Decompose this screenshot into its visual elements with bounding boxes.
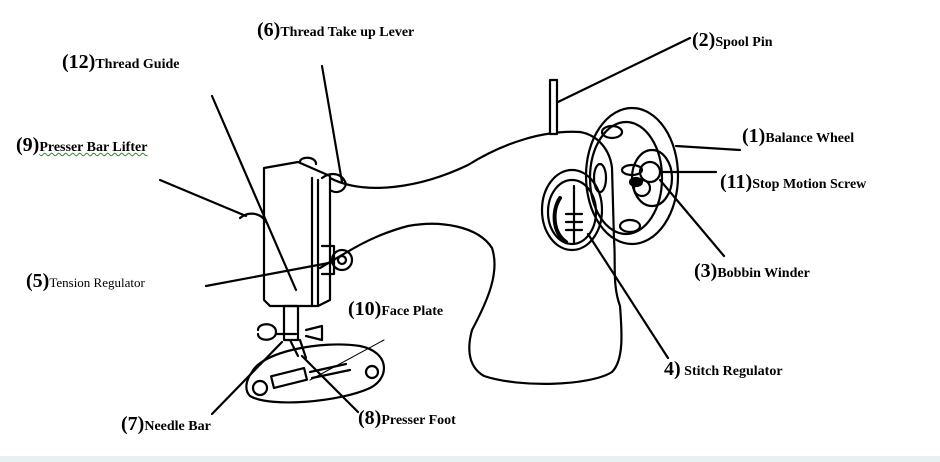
label-text: Thread Take up Lever [280, 25, 415, 40]
leader-presser-foot [300, 354, 360, 414]
label-number: (5) [26, 270, 50, 292]
leader-face-plate [309, 339, 385, 381]
label-spool-pin: (2)Spool Pin [692, 30, 773, 50]
label-number: (8) [358, 407, 382, 429]
label-stitch-regulator: 4) Stitch Regulator [664, 359, 783, 379]
leader-presser-bar-lifter [158, 178, 248, 218]
label-number: (10) [348, 298, 382, 320]
label-text: Spool Pin [715, 35, 773, 50]
label-number: (2) [692, 29, 716, 51]
leader-thread-guide [210, 94, 298, 292]
leader-bobbin-winder [658, 178, 726, 258]
label-text: Presser Bar Lifter [39, 140, 148, 155]
label-number: 4) [664, 358, 681, 380]
label-text: Needle Bar [144, 419, 211, 434]
label-number: (3) [694, 260, 718, 282]
label-number: (9) [16, 134, 40, 156]
balance-wheel-shape [584, 106, 680, 246]
label-number: (1) [742, 125, 766, 147]
label-text: Tension Regulator [49, 275, 145, 290]
label-stop-motion-screw: (11)Stop Motion Screw [720, 172, 866, 192]
leader-needle-bar [210, 340, 284, 416]
label-number: (6) [257, 19, 281, 41]
machine-body-outline [318, 130, 623, 385]
machine-head [262, 160, 332, 308]
label-thread-take-up-lever: (6)Thread Take up Lever [257, 20, 414, 40]
leader-spool-pin [556, 36, 692, 104]
label-face-plate: (10)Face Plate [348, 299, 443, 319]
label-number: (12) [62, 51, 96, 73]
label-text: Stop Motion Screw [752, 177, 867, 192]
label-balance-wheel: (1)Balance Wheel [742, 126, 854, 146]
stitch-regulator-shape [540, 168, 604, 252]
needle-plate-shape [245, 343, 386, 404]
label-text: Face Plate [381, 304, 444, 319]
label-presser-bar-lifter: (9)Presser Bar Lifter [16, 135, 147, 155]
label-text: Presser Foot [381, 413, 456, 428]
label-text: Balance Wheel [765, 131, 855, 146]
label-bobbin-winder: (3)Bobbin Winder [694, 261, 810, 281]
label-thread-guide: (12)Thread Guide [62, 52, 179, 72]
label-tension-regulator: (5)Tension Regulator [26, 271, 145, 291]
label-text: Thread Guide [95, 57, 180, 72]
label-needle-bar: (7)Needle Bar [121, 414, 211, 434]
label-number: (11) [720, 171, 753, 193]
leader-balance-wheel [674, 144, 742, 152]
leader-thread-take-up-lever [320, 64, 344, 184]
take-up-lever-shape [320, 172, 348, 194]
label-text: Bobbin Winder [717, 266, 810, 281]
label-number: (7) [121, 413, 145, 435]
label-text: Stitch Regulator [684, 364, 783, 379]
bottom-edge-strip [0, 456, 940, 462]
leader-tension-regulator [204, 260, 336, 288]
leader-stitch-regulator [586, 232, 670, 360]
label-presser-foot: (8)Presser Foot [358, 408, 456, 428]
spool-pin-shape [548, 78, 559, 136]
tension-knob-shape [330, 248, 354, 272]
